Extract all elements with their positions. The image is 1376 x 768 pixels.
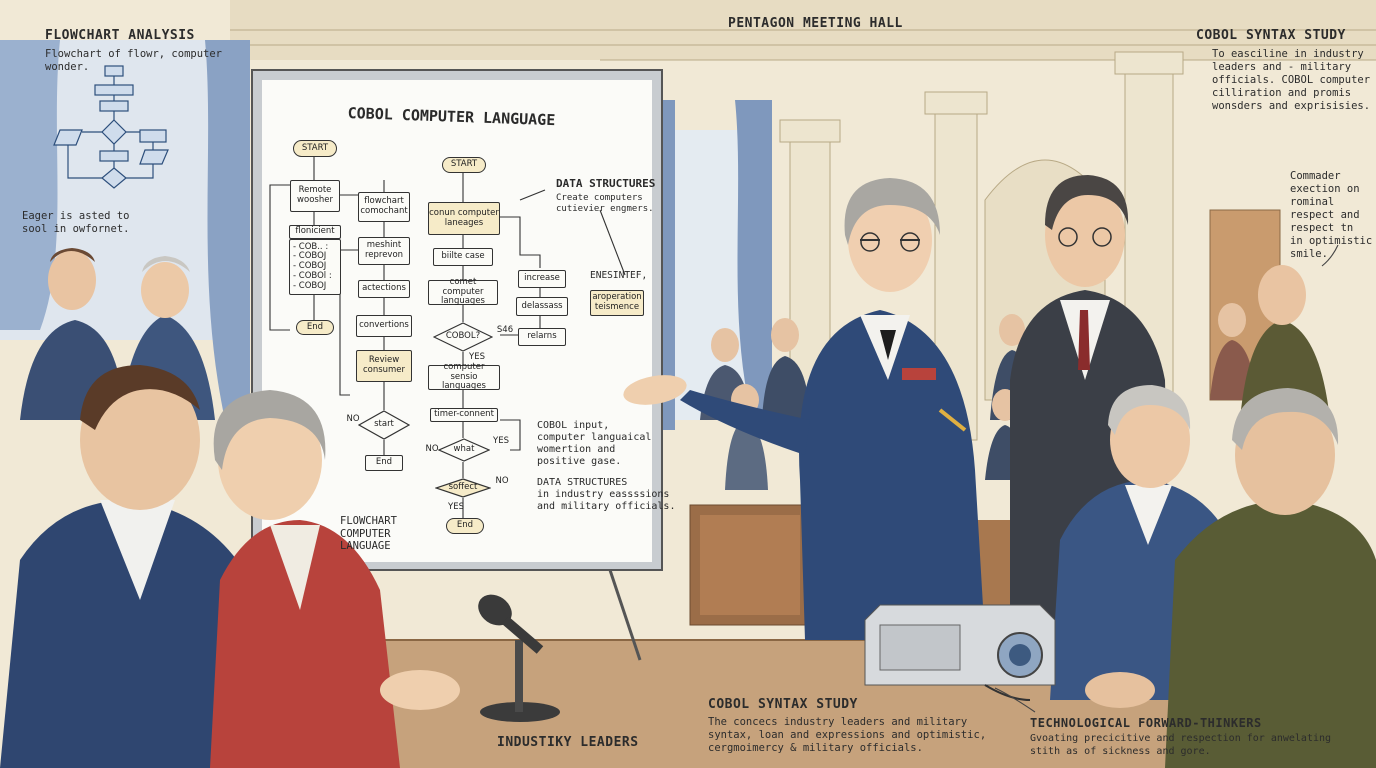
fc-yes-what: YES — [493, 436, 509, 447]
fc-end-mid: End — [365, 455, 403, 471]
fc-s46: S46 — [496, 325, 514, 336]
label-commander-line1: Commader — [1290, 170, 1341, 182]
fc-convertions: convertions — [356, 315, 412, 337]
fc-meshint: meshint reprevon — [358, 237, 410, 265]
label-commander-line4: respect and — [1290, 209, 1360, 221]
fc-yes1: YES — [469, 352, 485, 363]
fc-no-soffect: NO — [495, 476, 509, 487]
label-cobol-syntax-bottom-line1: The concecs industry leaders and militar… — [708, 716, 968, 728]
board-data-structures-2: DATA STRUCTURES in industry eassssions a… — [537, 477, 676, 512]
fc-remote: Remote woosher — [290, 180, 340, 212]
label-commander-line7: smile. — [1290, 248, 1328, 260]
fc-flonicient: flonicient — [289, 225, 341, 239]
label-cobol-syntax-bottom-title: COBOL SYNTAX STUDY — [708, 697, 858, 712]
label-commander-line6: in optimistic — [1290, 235, 1373, 247]
fc-relarns: relarns — [518, 328, 566, 346]
label-cobol-syntax-top-line5: wonsders and exprisisies. — [1212, 100, 1371, 112]
board-data-structures-body: Create computers cutievier engmers. — [556, 193, 654, 214]
table-microphone — [478, 594, 560, 722]
mini-flowchart — [53, 65, 169, 189]
fc-no-left: NO — [346, 414, 360, 425]
label-cobol-syntax-top-line3: officials. COBOL computer — [1212, 74, 1371, 86]
label-cobol-syntax-bottom-line2: syntax, loan and expressions and optimis… — [708, 729, 987, 741]
label-commander-line3: rominal — [1290, 196, 1335, 208]
fc-timer: timer-connent — [430, 408, 498, 422]
seated-general-right — [1085, 388, 1376, 768]
board-data-structures-title: DATA STRUCTURES — [556, 177, 656, 190]
board-ensintef: ENESINTEF, — [590, 270, 648, 281]
fc-computer-sensio: computer sensio languages — [428, 362, 500, 391]
label-cobol-syntax-top-line2: leaders and - military — [1212, 61, 1352, 73]
fc-start-diamond-shape — [358, 410, 410, 440]
label-commander-line2: exection on — [1290, 183, 1360, 195]
fc-no-what: NO — [425, 444, 439, 455]
label-flowchart-analysis-line2: wonder. — [45, 61, 90, 73]
fc-biilte: biilte case — [433, 248, 493, 266]
fc-what-diamond-shape — [438, 438, 490, 462]
fc-aroperation: aroperation teismence — [590, 290, 644, 316]
label-eager-line1: Eager is asted to — [22, 210, 130, 222]
fc-increase: increase — [518, 270, 566, 288]
flowchart-connectors — [269, 157, 626, 518]
label-cobol-syntax-top-line1: To easciline in industry — [1212, 48, 1364, 60]
label-pentagon-meeting-hall: PENTAGON MEETING HALL — [728, 16, 903, 31]
fc-flowchart-comochant: flowchart comochant — [358, 192, 410, 222]
board-flowchart-language: FLOWCHART COMPUTER LANGUAGE — [340, 515, 397, 553]
fc-end-left: End — [296, 320, 334, 335]
fc-start-diamond: start — [374, 419, 394, 430]
projector — [864, 604, 1056, 686]
center-drape-right — [735, 100, 772, 430]
woman-naval-officer — [623, 178, 985, 640]
fc-conn-computer: conun computer laneages — [428, 202, 500, 235]
board-cobol-input: COBOL input, computer languaical womerti… — [537, 420, 652, 467]
fc-end-center: End — [446, 518, 484, 534]
label-tech-forward-thinkers-line1: Gvoating precicitive and respection for … — [1030, 733, 1332, 744]
fc-cobol-list: - COB.. : - COBOJ - COBOJ - COBOl : - CO… — [289, 239, 341, 295]
fc-soffect-diamond-shape — [435, 478, 491, 498]
fc-soffect: soffect — [448, 482, 478, 493]
fc-cobol-q: COBOL? — [445, 331, 481, 342]
fc-comet: comet computer languages — [428, 277, 498, 306]
fc-delassass: delassass — [516, 297, 568, 316]
fc-start-center: START — [442, 157, 486, 173]
label-cobol-syntax-top-title: COBOL SYNTAX STUDY — [1196, 28, 1346, 43]
label-cobol-syntax-bottom-line3: cergmoimercy & military officials. — [708, 742, 923, 754]
woman-red-jacket — [210, 390, 460, 768]
fc-yes-soffect: YES — [448, 502, 464, 513]
fc-what: what — [453, 444, 475, 455]
fc-cobol-diamond-shape — [433, 322, 493, 352]
fc-start-left: START — [293, 140, 337, 157]
fc-review: Review consumer — [356, 350, 412, 382]
label-flowchart-analysis-line1: Flowchart of flowr, computer — [45, 48, 223, 60]
label-tech-forward-thinkers-title: TECHNOLOGICAL FORWARD-THINKERS — [1030, 716, 1262, 730]
left-drape — [205, 40, 250, 420]
label-industry-leaders: INDUSTIKY LEADERS — [497, 735, 639, 750]
label-cobol-syntax-top-line4: cilliration and promis — [1212, 87, 1352, 99]
label-eager-line2: sool in owfornet. — [22, 223, 130, 235]
label-flowchart-analysis-title: FLOWCHART ANALYSIS — [45, 28, 195, 43]
label-commander-line5: respect tn — [1290, 222, 1354, 234]
fc-actections: actections — [358, 280, 410, 298]
label-tech-forward-thinkers-line2: stith as of sickness and gore. — [1030, 746, 1211, 757]
